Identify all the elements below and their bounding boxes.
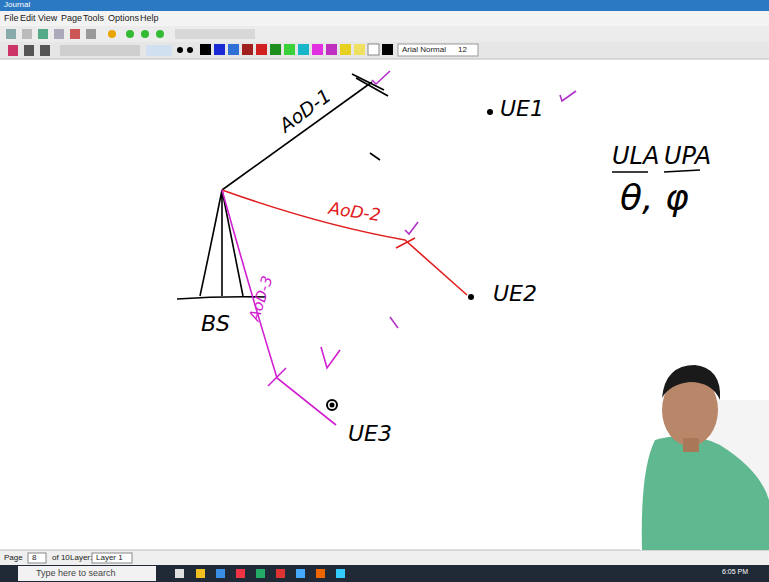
ue-label: UE3 <box>348 423 392 445</box>
page-number: 8 <box>32 554 36 562</box>
status-text: Layer: <box>70 554 92 562</box>
search-box: Type here to search <box>36 569 116 578</box>
aod-label: AoD-1 <box>276 86 334 136</box>
ue-label: UE1 <box>500 98 544 120</box>
menu-item: Options <box>108 14 139 23</box>
array-type: ULA <box>612 144 659 168</box>
font-name: Arial Normal <box>402 46 446 54</box>
ue-label: UE2 <box>493 283 537 305</box>
aod-label: AoD-2 <box>328 200 382 224</box>
aod-label: AoD-3 <box>247 274 275 322</box>
clock: 6:05 PM <box>722 568 748 575</box>
status-text: Layer 1 <box>96 554 123 562</box>
status-text: of 10 <box>52 554 70 562</box>
menu-item: Tools <box>83 14 104 23</box>
menu-item: Edit <box>20 14 36 23</box>
array-type: UPA <box>664 144 711 168</box>
menu-item: File <box>4 14 19 23</box>
window-title: Journal <box>4 1 30 9</box>
menu-item: View <box>38 14 57 23</box>
angle-symbols: θ, φ <box>620 180 689 216</box>
menu-item: Page <box>61 14 82 23</box>
menu-item: Help <box>140 14 159 23</box>
status-text: Page <box>4 554 23 562</box>
bs-label: BS <box>201 313 230 335</box>
font-size: 12 <box>458 46 467 54</box>
